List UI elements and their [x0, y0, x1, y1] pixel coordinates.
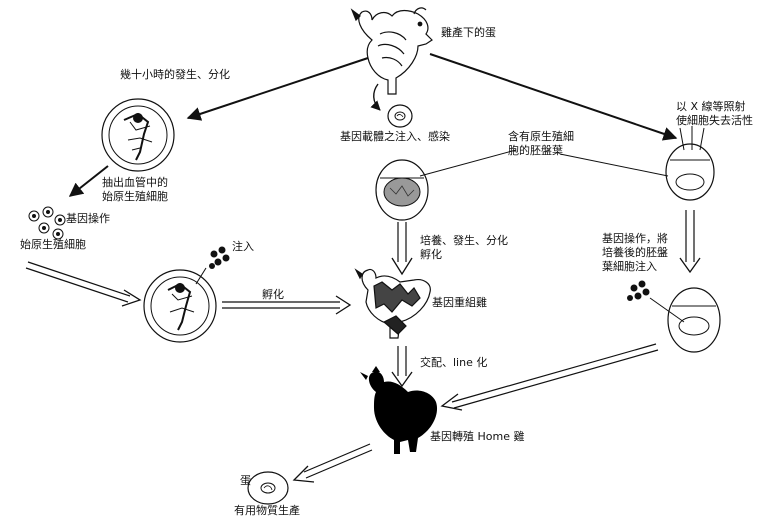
label-egg: 蛋 — [240, 474, 251, 487]
open-arrow-right-to-chicken — [440, 343, 659, 411]
right-egg-bottom-icon — [667, 287, 721, 353]
label-extract-pgc: 抽出血管中的 始原生殖細胞 — [102, 176, 168, 203]
label-transgenic-homo: 基因轉殖 Home 雞 — [430, 430, 525, 443]
open-arrow-right-down — [679, 210, 701, 274]
injection-cells-icon — [195, 246, 230, 285]
right-egg-top-icon — [665, 126, 715, 201]
laying-hen-icon — [350, 7, 433, 95]
injected-embryo-icon — [143, 269, 217, 343]
label-hen-lays-egg: 雞產下的蛋 — [441, 26, 496, 39]
label-recombinant-chicken: 基因重組雞 — [432, 296, 487, 309]
label-culture-develop-hatch: 培養、發生、分化 孵化 — [420, 234, 508, 261]
arrow-to-left-embryo — [186, 57, 369, 121]
label-crossbreed-line: 交配、line 化 — [420, 356, 488, 369]
label-embryo-with-pgc: 含有原生殖細 胞的胚盤葉 — [508, 130, 574, 157]
center-egg-icon — [375, 159, 429, 221]
open-arrow-culture — [391, 222, 413, 276]
label-inject: 注入 — [232, 240, 254, 253]
label-gene-op-inject-cultured: 基因操作，將 培養後的胚盤 葉細胞注入 — [602, 232, 668, 273]
label-incubate: 孵化 — [262, 288, 284, 301]
arrow-to-right-egg — [429, 53, 678, 141]
lay-arrow — [370, 83, 381, 111]
label-gene-operation-1: 基因操作 — [66, 212, 110, 225]
product-egg-icon — [247, 471, 289, 505]
small-egg-icon — [387, 104, 413, 128]
pgc-cells-icon — [28, 206, 66, 240]
transgenic-chicken-icon — [360, 366, 438, 454]
label-hours-development: 幾十小時的發生、分化 — [120, 68, 230, 81]
label-primordial-germ-cell: 始原生殖細胞 — [20, 238, 86, 251]
open-arrow-to-egg — [292, 443, 373, 483]
label-useful-substance: 有用物質生產 — [234, 504, 300, 517]
open-arrow-hatch — [222, 295, 352, 315]
open-arrow-pgc-to-embryo — [25, 261, 142, 307]
cultured-cells-icon — [627, 280, 685, 323]
open-arrow-crossbreed — [391, 346, 413, 388]
pointer-center-egg — [419, 149, 517, 177]
embryo-dish-icon — [101, 98, 175, 172]
arrow-to-pgc — [68, 165, 109, 197]
label-xray-inactivate: 以 X 線等照射 使細胞失去活性 — [676, 100, 753, 127]
recombinant-chicken-icon — [354, 268, 431, 339]
pointer-right-egg — [559, 153, 669, 177]
label-vector-infection: 基因載體之注入、感染 — [340, 130, 450, 143]
